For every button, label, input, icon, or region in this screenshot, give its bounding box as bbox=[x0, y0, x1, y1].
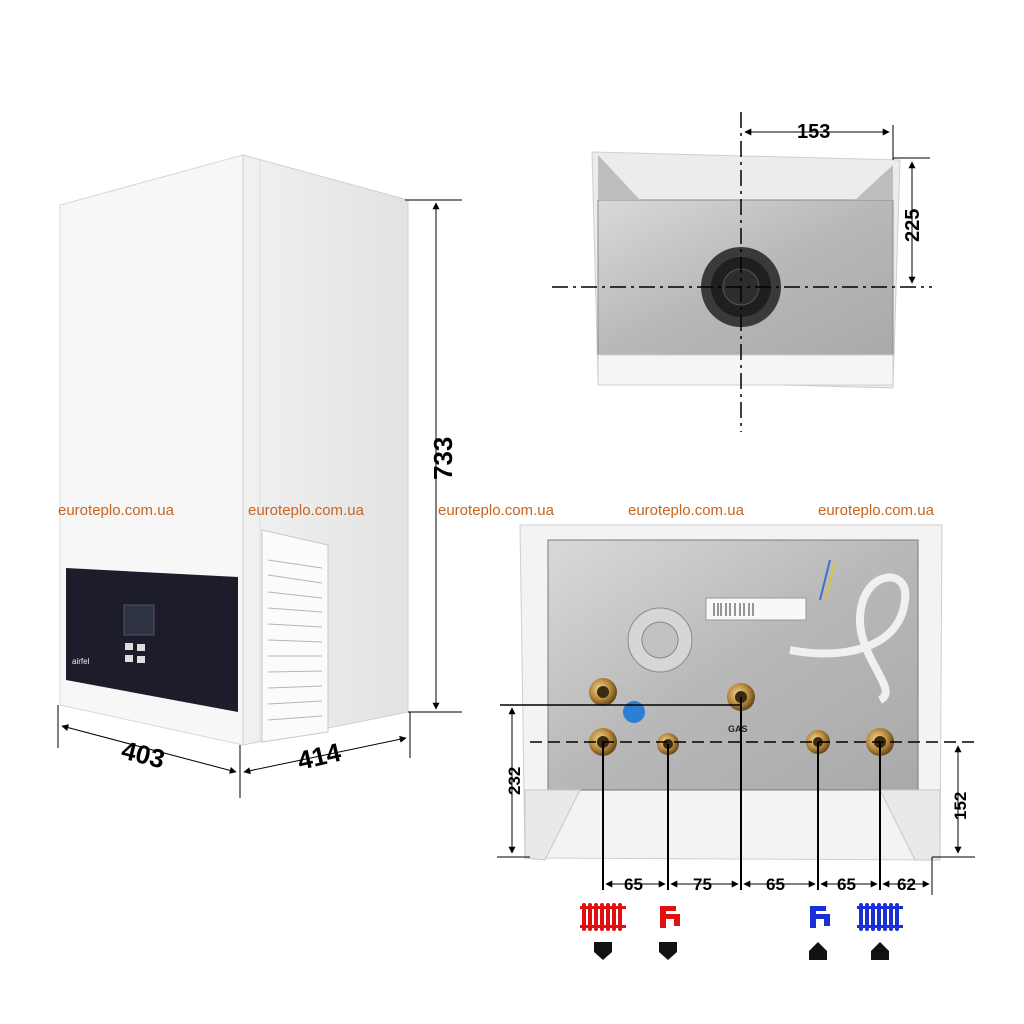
fitting-top-left bbox=[589, 678, 617, 706]
power-cable bbox=[789, 573, 910, 704]
dim-232: 232 bbox=[505, 767, 524, 795]
connection-icons bbox=[580, 903, 903, 960]
barcode-label bbox=[705, 597, 807, 621]
front-height-dimension: 733 bbox=[405, 199, 462, 713]
dim-spacing-5: 62 bbox=[897, 875, 916, 894]
dim-spacing-4: 65 bbox=[837, 875, 856, 894]
brand-logo: airfel bbox=[72, 657, 90, 666]
pump bbox=[627, 607, 693, 673]
control-buttons bbox=[125, 643, 145, 663]
heating-return-radiator-icon bbox=[857, 903, 903, 931]
dim-spacing-1: 65 bbox=[624, 875, 643, 894]
top-flue-offset-dimension: 153 bbox=[744, 121, 894, 160]
boiler-bottom-view: GAS bbox=[519, 524, 943, 861]
heating-flow-radiator-icon bbox=[580, 903, 626, 931]
fitting-blue-valve bbox=[623, 701, 645, 723]
watermark-row: euroteplo.com.ua euroteplo.com.ua eurote… bbox=[58, 502, 935, 519]
watermark-3: euroteplo.com.ua bbox=[438, 502, 555, 519]
dim-152: 152 bbox=[951, 792, 970, 820]
watermark-1: euroteplo.com.ua bbox=[58, 502, 175, 519]
dim-403: 403 bbox=[119, 735, 168, 775]
dim-spacing-2: 75 bbox=[693, 875, 712, 894]
top-flue-depth-dimension: 225 bbox=[893, 157, 930, 284]
bottom-connection-lines bbox=[602, 697, 881, 890]
boiler-front-view: airfel bbox=[59, 154, 409, 746]
boiler-top-view bbox=[591, 151, 901, 389]
watermark-5: euroteplo.com.ua bbox=[818, 502, 935, 519]
dim-733: 733 bbox=[428, 437, 458, 480]
dim-spacing-3: 65 bbox=[766, 875, 785, 894]
dim-225: 225 bbox=[902, 209, 924, 242]
heating-flow-direction-arrow bbox=[594, 942, 612, 960]
hot-water-out-direction-arrow bbox=[659, 942, 677, 960]
hot-water-out-tap-icon bbox=[660, 906, 680, 928]
watermark-2: euroteplo.com.ua bbox=[248, 502, 365, 519]
cold-water-in-tap-icon bbox=[810, 906, 830, 928]
bottom-height-right-dimension: 152 bbox=[931, 745, 975, 895]
watermark-4: euroteplo.com.ua bbox=[628, 502, 745, 519]
heating-return-direction-arrow bbox=[871, 942, 889, 960]
bottom-height-left-dimension: 232 bbox=[497, 707, 530, 858]
spacing-dimensions: 65 75 65 65 62 bbox=[605, 875, 930, 894]
top-view-center-lines bbox=[552, 112, 932, 432]
control-panel bbox=[66, 568, 238, 712]
gas-label: GAS bbox=[728, 724, 748, 734]
cold-water-in-direction-arrow bbox=[809, 942, 827, 960]
data-plate bbox=[261, 529, 329, 743]
dim-153: 153 bbox=[797, 121, 830, 143]
dim-414: 414 bbox=[295, 737, 345, 776]
